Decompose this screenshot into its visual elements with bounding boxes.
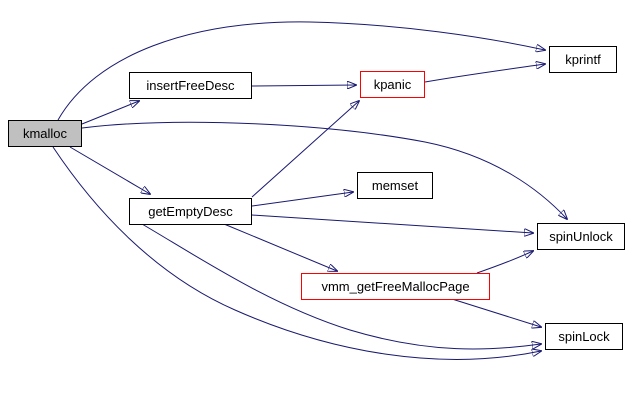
node-memset[interactable]: memset <box>357 172 433 199</box>
node-kmalloc: kmalloc <box>8 120 82 147</box>
edge-kmalloc-to-getEmptyDesc <box>69 146 150 194</box>
edge-getEmptyDesc-to-memset <box>251 192 353 207</box>
node-kpanic[interactable]: kpanic <box>360 71 425 98</box>
edge-getEmptyDesc-to-kpanic <box>251 101 359 198</box>
edge-kpanic-to-kprintf <box>424 64 545 83</box>
node-kprintf[interactable]: kprintf <box>549 46 617 73</box>
edge-kmalloc-to-spinUnlock <box>81 121 567 219</box>
edge-vmm_getFreeMallocPage-to-spinUnlock <box>476 251 533 274</box>
node-insertFreeDesc[interactable]: insertFreeDesc <box>129 72 252 99</box>
node-spinLock[interactable]: spinLock <box>545 323 623 350</box>
node-spinUnlock[interactable]: spinUnlock <box>537 223 625 250</box>
node-vmm_getFreeMallocPage[interactable]: vmm_getFreeMallocPage <box>301 273 490 300</box>
edge-getEmptyDesc-to-spinUnlock <box>251 214 533 233</box>
edge-insertFreeDesc-to-kpanic <box>251 85 356 86</box>
edge-vmm_getFreeMallocPage-to-spinLock <box>451 298 541 327</box>
node-getEmptyDesc[interactable]: getEmptyDesc <box>129 198 252 225</box>
edge-getEmptyDesc-to-vmm_getFreeMallocPage <box>223 223 337 271</box>
edge-kmalloc-to-insertFreeDesc <box>81 101 139 125</box>
edge-getEmptyDesc-to-spinLock <box>141 223 541 350</box>
edge-kmalloc-to-kprintf <box>57 21 545 121</box>
edge-kmalloc-to-spinLock <box>52 146 541 360</box>
